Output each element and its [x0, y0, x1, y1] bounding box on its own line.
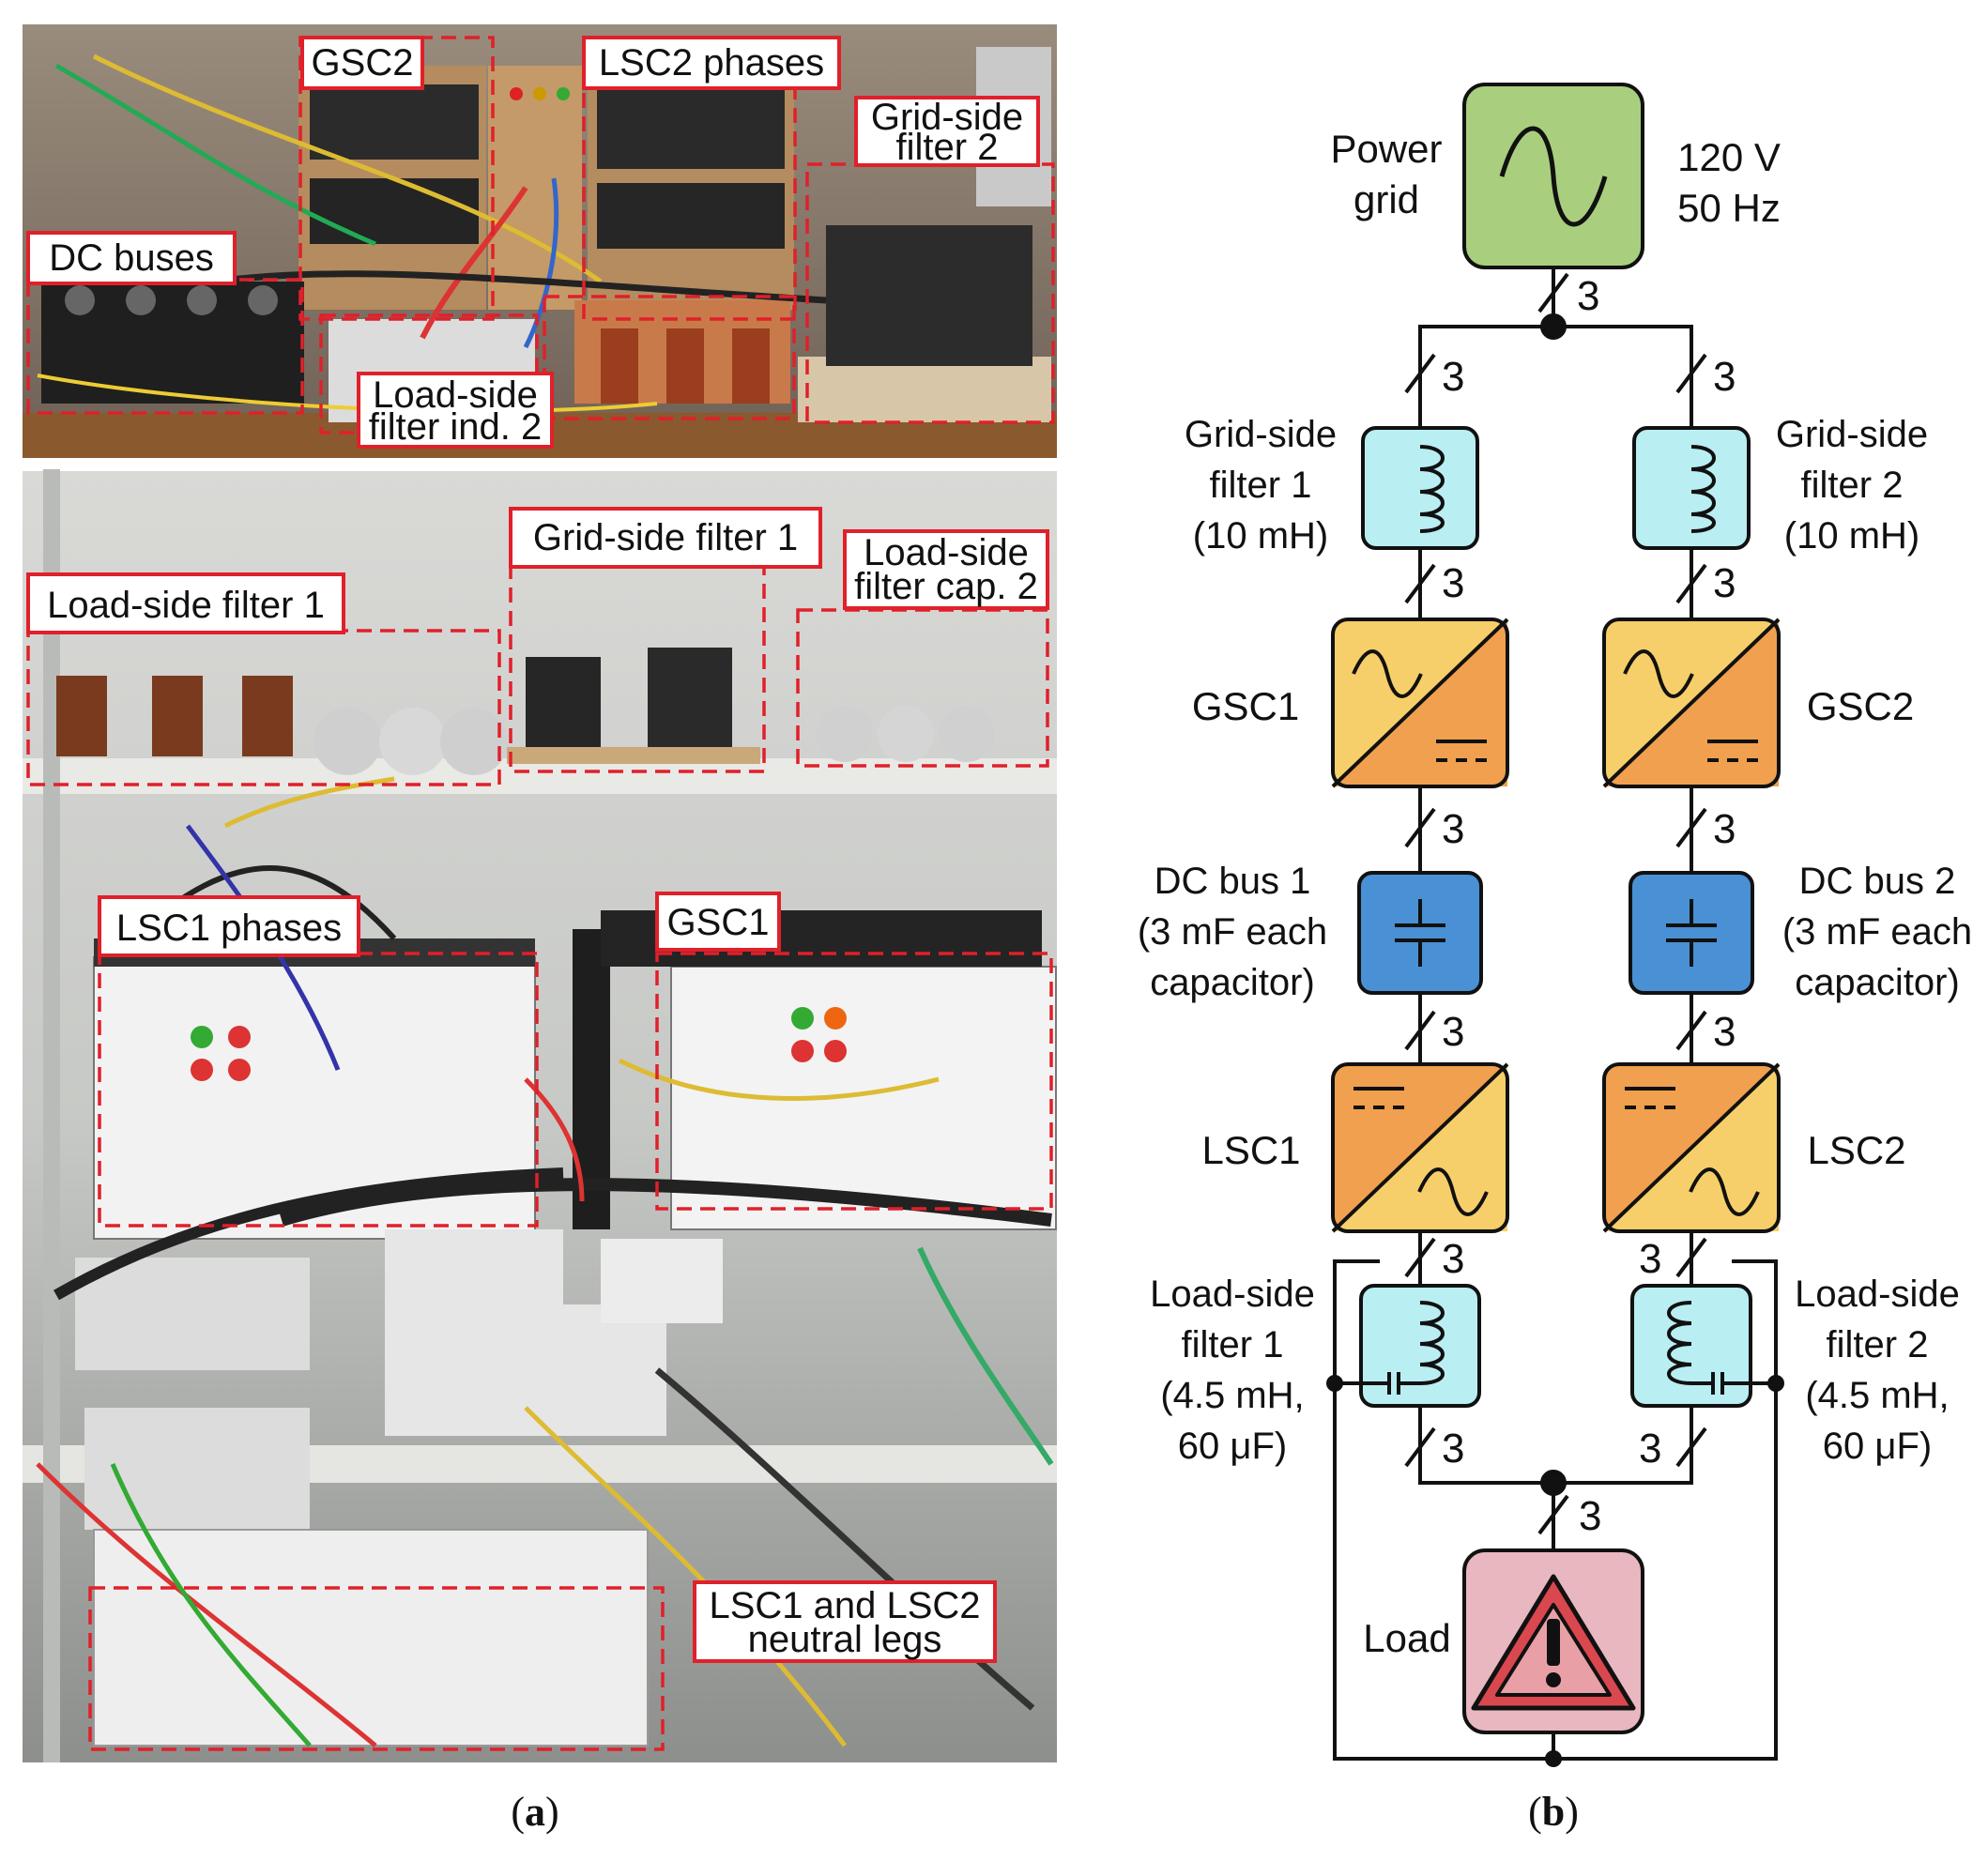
inductor-icon: [1419, 1301, 1445, 1385]
photo-label-grid-side-filter2-l2: filter 2: [896, 127, 999, 168]
photo-label-dc-buses: DC buses: [49, 237, 214, 279]
lsc2-block: [1602, 1062, 1781, 1233]
load-filter2-label-l3: (4.5 mH,: [1805, 1375, 1949, 1416]
photo-label-load-side-ind2-l2: filter ind. 2: [369, 406, 543, 448]
ac-icon: [1417, 1167, 1489, 1216]
caption-b: (b): [1528, 1789, 1579, 1835]
phase-count: 3: [1442, 1426, 1464, 1472]
phase-count: 3: [1577, 273, 1599, 319]
inductor-icon: [1667, 1301, 1692, 1385]
ac-icon: [1352, 649, 1423, 698]
grid-filter2-label-l2: filter 2: [1801, 465, 1904, 506]
capacitor-icon: [1691, 1372, 1750, 1395]
caption-b-letter: b: [1542, 1789, 1565, 1835]
grid-filter1-block: [1361, 426, 1479, 550]
gsc2-label: GSC2: [1807, 684, 1914, 728]
frequency-label: 50 Hz: [1677, 186, 1781, 230]
lsc1-block: [1331, 1062, 1509, 1233]
load-filter1-label-l3: (4.5 mH,: [1160, 1375, 1304, 1416]
grid-filter1-label-l2: filter 1: [1210, 465, 1312, 506]
photo-label-gsc1: GSC1: [667, 902, 770, 943]
photo-label-load-side-filter1: Load-side filter 1: [47, 585, 325, 626]
caption-a: (a): [511, 1789, 558, 1835]
grid-filter1-label-l3: (10 mH): [1193, 515, 1328, 557]
load-filter1-label-l2: filter 1: [1182, 1324, 1284, 1365]
dc-bus1-block: [1357, 871, 1483, 995]
dc-bus1-label-l1: DC bus 1: [1155, 861, 1311, 902]
phase-count: 3: [1639, 1426, 1661, 1472]
photo-label-grid-side-filter2-l1: Grid-side: [871, 97, 1023, 138]
phase-count: 3: [1442, 806, 1464, 852]
diagram-labels: Power grid 120 V 50 Hz 3 3 3 3 3 3 3 3 3…: [1138, 127, 1972, 1660]
photo-label-gsc2: GSC2: [312, 42, 414, 84]
load-label: Load: [1363, 1616, 1450, 1660]
phase-count: 3: [1713, 1009, 1736, 1055]
capacitor-icon: [1361, 1372, 1420, 1395]
dc-bus1-label-l3: capacitor): [1150, 962, 1315, 1003]
photo-label-neutral-legs-l2: neutral legs: [748, 1619, 942, 1660]
ac-icon: [1623, 649, 1694, 698]
photo-label-grid-side-filter1: Grid-side filter 1: [533, 517, 798, 558]
photo-label-lsc2-phases: LSC2 phases: [599, 42, 824, 84]
ac-source-icon: [1499, 126, 1608, 227]
gsc1-label: GSC1: [1192, 684, 1299, 728]
circuit-diagram: [1326, 83, 1784, 1767]
phase-count: 3: [1639, 1236, 1661, 1282]
phase-count: 3: [1713, 806, 1736, 852]
grid-filter2-label-l3: (10 mH): [1784, 515, 1919, 557]
dc-bus2-label-l2: (3 mF each: [1782, 911, 1972, 953]
phase-count: 3: [1442, 354, 1464, 400]
gsc1-block: [1331, 618, 1509, 788]
load-filter2-label-l4: 60 μF): [1823, 1426, 1932, 1467]
ac-icon: [1689, 1167, 1760, 1216]
lab-photo-bottom: Load-side filter 1 Grid-side filter 1 Lo…: [23, 469, 1057, 1762]
capacitor-icon: [1666, 899, 1717, 967]
dc-bus2-block: [1629, 871, 1754, 995]
capacitor-icon: [1395, 899, 1445, 967]
phase-count: 3: [1713, 354, 1736, 400]
photo-label-load-side-cap2-l1: Load-side: [864, 532, 1029, 573]
load-filter1-label-l1: Load-side: [1150, 1274, 1315, 1315]
lsc1-label: LSC1: [1201, 1128, 1300, 1172]
dc-bus2-label-l3: capacitor): [1795, 962, 1960, 1003]
power-grid-label-l1: Power: [1330, 127, 1442, 171]
photo-label-lsc1-phases: LSC1 phases: [116, 908, 342, 949]
phase-count: 3: [1713, 560, 1736, 606]
photo-label-load-side-cap2-l2: filter cap. 2: [854, 566, 1038, 607]
power-grid-label-l2: grid: [1353, 177, 1419, 221]
lab-photo-top: GSC2 LSC2 phases Grid-side filter 2 DC b…: [23, 24, 1057, 458]
photo-label-neutral-legs-l1: LSC1 and LSC2: [709, 1585, 980, 1626]
warning-icon: [1471, 1574, 1636, 1711]
inductor-icon: [1419, 445, 1445, 533]
photo-label-load-side-ind2-l1: Load-side: [373, 374, 538, 416]
grid-filter2-label-l1: Grid-side: [1776, 414, 1928, 455]
phase-count: 3: [1442, 560, 1464, 606]
phase-count: 3: [1579, 1493, 1601, 1539]
grid-filter2-block: [1632, 426, 1751, 550]
voltage-label: 120 V: [1677, 135, 1781, 179]
phase-count: 3: [1442, 1236, 1464, 1282]
dc-bus1-label-l2: (3 mF each: [1138, 911, 1327, 953]
load-filter2-label-l1: Load-side: [1795, 1274, 1960, 1315]
grid-filter1-label-l1: Grid-side: [1185, 414, 1337, 455]
lsc2-label: LSC2: [1807, 1128, 1905, 1172]
load-filter2-label-l2: filter 2: [1827, 1324, 1929, 1365]
caption-a-letter: a: [525, 1789, 545, 1835]
phase-count: 3: [1442, 1009, 1464, 1055]
load-filter1-label-l4: 60 μF): [1178, 1426, 1287, 1467]
gsc2-block: [1602, 618, 1781, 788]
dc-bus2-label-l1: DC bus 2: [1799, 861, 1956, 902]
inductor-icon: [1690, 445, 1716, 533]
